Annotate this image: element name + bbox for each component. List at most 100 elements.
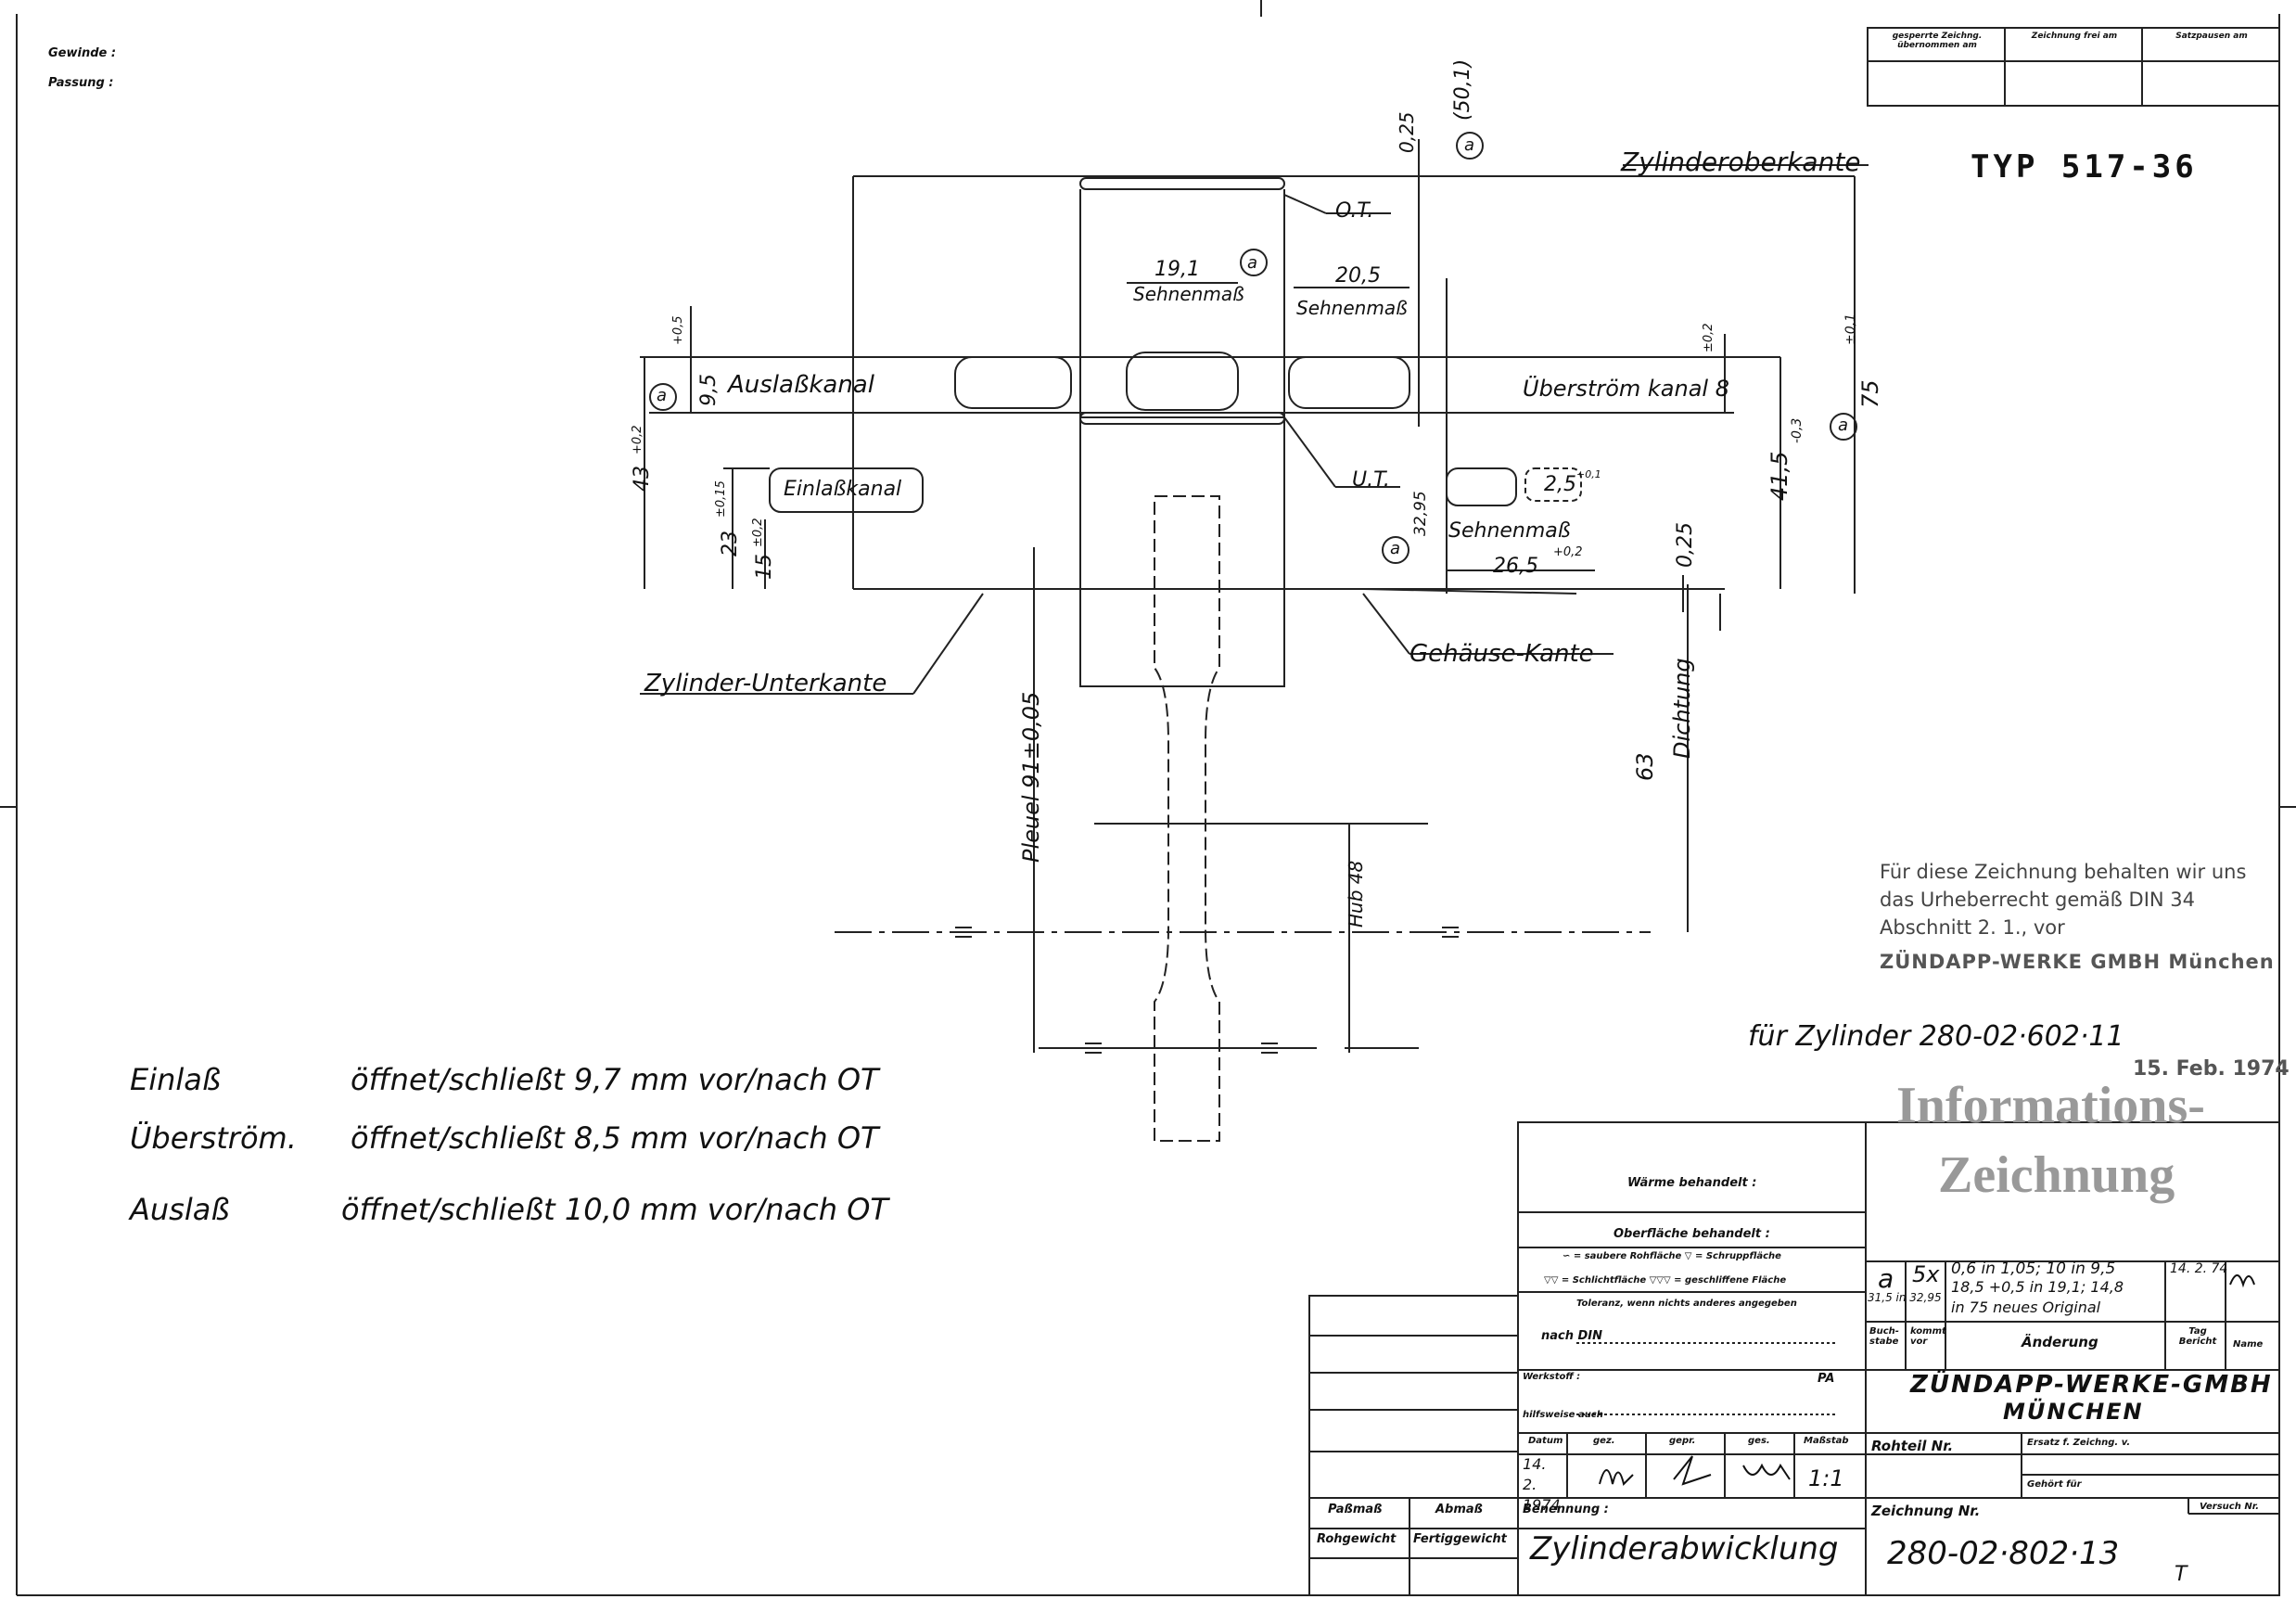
label-ut: U.T. <box>1352 468 1390 492</box>
stamp-date: 15. Feb. 1974 <box>2133 1057 2290 1081</box>
label-rohteil: Rohteil Nr. <box>1871 1438 1954 1454</box>
label-pa: PA <box>1818 1372 1835 1386</box>
datum-value: 14. 2. 1974 <box>1523 1455 1561 1514</box>
label-aenderung: Änderung <box>2022 1334 2098 1350</box>
label-zylinder-unterkante: Zylinder-Unterkante <box>644 670 887 697</box>
dim-43: 43 <box>631 466 654 492</box>
label-auslasskanal: Auslaßkanal <box>728 371 874 399</box>
stamp-informations: Informations- <box>1896 1077 2205 1134</box>
dim-63: 63 <box>1632 752 1658 781</box>
change-text-3: in 75 neues Original <box>1951 1299 2101 1316</box>
timing-name-ueberstroem: Überström. <box>130 1120 297 1156</box>
circle-a-label-1: a <box>1247 253 1258 273</box>
label-waerme: Wärme behandelt : <box>1627 1176 1757 1190</box>
dim-19-1: 19,1 <box>1154 258 1200 281</box>
timing-text-einlass: öffnet/schließt 9,7 mm vor/nach OT <box>351 1062 879 1097</box>
label-zeichnung-nr: Zeichnung Nr. <box>1871 1503 1981 1519</box>
dim-20-5: 20,5 <box>1335 264 1381 288</box>
circle-a-label-5: a <box>1390 539 1401 558</box>
label-versuch: Versuch Nr. <box>2200 1502 2259 1512</box>
surface-line-2: ▽▽ = Schlichtfläche ▽▽▽ = geschliffene F… <box>1544 1275 1787 1286</box>
surface-line-1: ∽ = saubere Rohfläche ▽ = Schruppfläche <box>1563 1251 1781 1261</box>
dim-41-5: 41,5 <box>1767 451 1792 501</box>
dim-2-5: 2,5 <box>1544 473 1576 496</box>
label-zylinderoberkante: Zylinderoberkante <box>1621 147 1861 177</box>
label-ges: ges. <box>1748 1436 1770 1446</box>
change-letter: a <box>1878 1263 1894 1294</box>
dim-15: 15 <box>753 554 776 580</box>
t-mark: T <box>2175 1563 2188 1586</box>
dim-26-5: 26,5 <box>1493 555 1538 578</box>
label-kommt-vor: kommt vor <box>1910 1326 1946 1347</box>
label-buchstabe: Buch-stabe <box>1869 1326 1899 1347</box>
label-benennung: Benennung : <box>1523 1503 1609 1516</box>
change-text-2: 18,5 +0,5 in 19,1; 14,8 <box>1951 1278 2124 1296</box>
box-satzpausen: Satzpausen am <box>2175 32 2248 41</box>
label-sehnenmass-1: Sehnenmaß <box>1133 283 1244 305</box>
box-gesperrt: gesperrte Zeichng. übernommen am <box>1892 32 1983 50</box>
circle-a-label-2: a <box>1464 135 1475 155</box>
change-ref: 31,5 in 32,95 <box>1868 1291 1942 1304</box>
label-datum: Datum <box>1528 1436 1563 1446</box>
gewinde-label: Gewinde : <box>48 46 117 60</box>
circle-a-label-4: a <box>1838 416 1849 435</box>
label-ot: O.T. <box>1335 199 1374 223</box>
label-dichtung: Dichtung <box>1669 658 1695 759</box>
dim-2-5-tol: +0,1 <box>1576 468 1601 480</box>
label-hilfsweise: hilfsweise auch <box>1523 1410 1603 1420</box>
label-hub: Hub 48 <box>1345 860 1367 928</box>
change-text-1: 0,6 in 1,05; 10 in 9,5 <box>1951 1260 2116 1278</box>
dim-75: 75 <box>1857 379 1883 408</box>
label-gehaeuse-kante: Gehäuse-Kante <box>1409 640 1594 668</box>
label-werkstoff: Werkstoff : <box>1523 1372 1581 1382</box>
passung-label: Passung : <box>48 76 114 90</box>
typ-number: TYP 517-36 <box>1971 148 2198 186</box>
label-gehoert: Gehört für <box>2027 1479 2082 1490</box>
company-line-1: ZÜNDAPP-WERKE-GMBH <box>1910 1371 2273 1399</box>
dim-32-95: 32,95 <box>1411 491 1430 536</box>
dim-15-tol: ±0,2 <box>751 518 765 547</box>
dim-43-tol: +0,2 <box>631 425 644 454</box>
dim-50-1: (50,1) <box>1451 58 1474 121</box>
label-gez: gez. <box>1593 1436 1615 1446</box>
label-tag-bericht: Tag Bericht <box>2178 1326 2217 1347</box>
label-gepr: gepr. <box>1669 1436 1696 1446</box>
label-passmass: Paßmaß <box>1328 1503 1383 1516</box>
dim-41-5-tol: -0,3 <box>1790 417 1805 443</box>
timing-text-ueberstroem: öffnet/schließt 8,5 mm vor/nach OT <box>351 1120 879 1156</box>
label-pleuel: Pleuel 91±0,05 <box>1018 691 1044 863</box>
dim-0-2: ±0,2 <box>1702 323 1716 352</box>
change-count: 5x <box>1912 1261 1940 1287</box>
dim-9-5: 9,5 <box>697 374 721 406</box>
circle-a-label-3: a <box>657 386 668 405</box>
dim-23: 23 <box>719 531 742 557</box>
label-sehnenmass-2: Sehnenmaß <box>1296 297 1408 319</box>
change-date: 14. 2. 74 <box>2170 1261 2228 1276</box>
label-sehnenmass-3: Sehnenmaß <box>1448 519 1571 543</box>
label-name: Name <box>2233 1339 2264 1350</box>
copyright-line-3: Abschnitt 2. 1., vor <box>1880 916 2065 939</box>
label-nach-din: nach DIN <box>1541 1329 1603 1343</box>
label-abmass: Abmaß <box>1435 1503 1484 1516</box>
dim-26-5-tol: +0,2 <box>1553 545 1583 559</box>
dim-23-tol: ±0,15 <box>714 480 728 518</box>
fuer-zylinder-note: für Zylinder 280-02·602·11 <box>1748 1020 2124 1053</box>
company-line-2: MÜNCHEN <box>2003 1399 2144 1425</box>
copyright-company: ZÜNDAPP-WERKE GMBH München <box>1880 951 2275 973</box>
label-rohgewicht: Rohgewicht <box>1317 1532 1397 1546</box>
label-ueberstroemkanal: Überström kanal 8 <box>1523 376 1729 402</box>
copyright-line-1: Für diese Zeichnung behalten wir uns <box>1880 861 2247 883</box>
box-frei: Zeichnung frei am <box>2031 32 2118 41</box>
timing-text-auslass: öffnet/schließt 10,0 mm vor/nach OT <box>341 1192 888 1227</box>
copyright-line-2: das Urheberrecht gemäß DIN 34 <box>1880 889 2195 911</box>
label-oberflaeche: Oberfläche behandelt : <box>1614 1227 1770 1241</box>
zeichnung-value: 280-02·802·13 <box>1887 1535 2120 1572</box>
dim-9-5-tol: +0,5 <box>671 315 685 345</box>
dim-75-tol: ±0,1 <box>1843 313 1858 345</box>
label-fertiggewicht: Fertiggewicht <box>1413 1532 1507 1546</box>
massstab-value: 1:1 <box>1808 1465 1844 1491</box>
dim-0-25-bottom: 0,25 <box>1674 522 1697 568</box>
label-einlasskanal: Einlaßkanal <box>784 478 902 501</box>
